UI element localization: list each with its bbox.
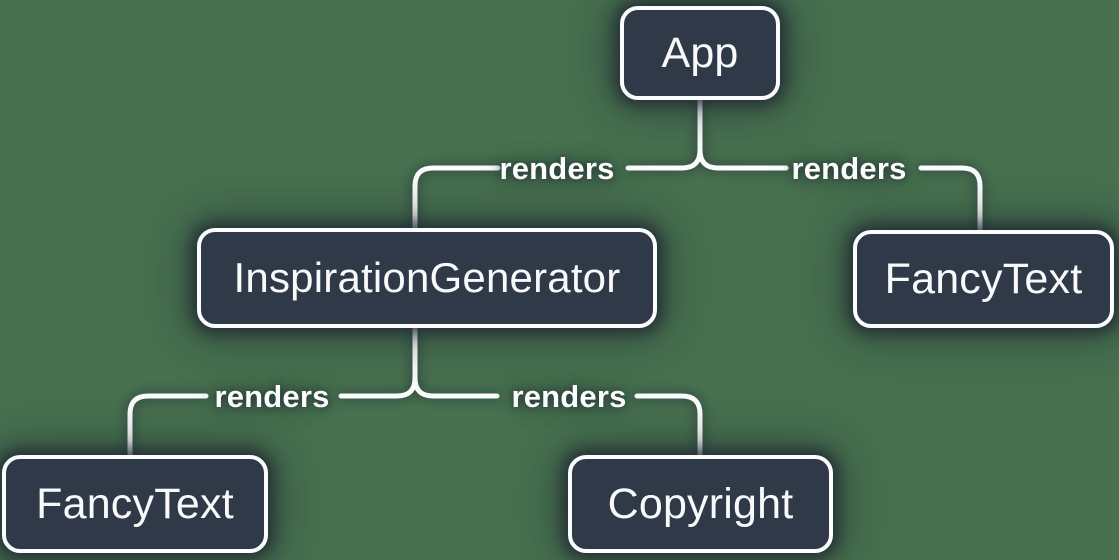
node-fancy-text-left-label: FancyText [36,479,234,528]
node-fancy-text-right: FancyText [853,230,1114,328]
node-app-label: App [661,28,739,77]
node-inspiration-generator-label: InspirationGenerator [233,254,621,301]
edge-label-inspirationgenerator-fancytext: renders [214,379,330,414]
edge-label-app-fancytext: renders [791,151,907,186]
edge-inspirationgenerator-to-fancytext-b [127,393,209,458]
edge-app-to-fancytext-a [697,147,789,171]
edge-app-to-inspirationgenerator-b [412,165,501,231]
node-fancy-text-right-label: FancyText [884,254,1083,303]
edge-app-to-fancytext-b [918,165,983,233]
edge-inspirationgenerator-to-fancytext-a [338,375,418,399]
edge-app-to-inspirationgenerator-a [625,147,703,171]
edge-inspirationgenerator-to-copyright-b [634,393,703,458]
node-fancy-text-left: FancyText [2,455,268,553]
node-copyright: Copyright [568,455,833,553]
node-inspiration-generator: InspirationGenerator [197,228,657,328]
node-app: App [620,6,780,100]
edge-label-inspirationgenerator-copyright: renders [511,379,627,414]
edge-label-app-inspirationgenerator: renders [499,151,615,186]
edge-inspirationgenerator-to-copyright-a [412,375,500,399]
node-copyright-label: Copyright [607,479,794,528]
